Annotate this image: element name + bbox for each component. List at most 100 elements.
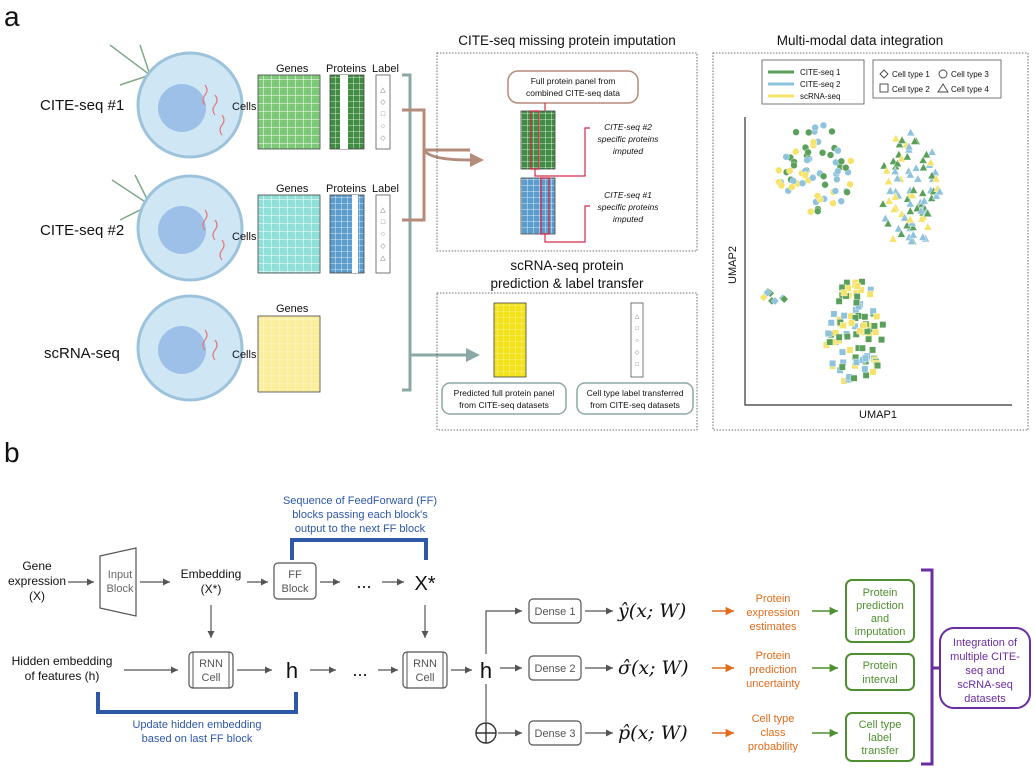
gene-expr-line3: (X) xyxy=(29,589,45,603)
umap-point xyxy=(763,288,772,298)
rnn-cell-1-line1: RNN xyxy=(199,658,223,670)
triangle-icon xyxy=(937,83,949,93)
integration-line2: multiple CITE- xyxy=(950,651,1020,663)
legend-scrna: scRNA-seq xyxy=(800,92,840,101)
svg-text:△: △ xyxy=(380,255,386,262)
integration-line4: scRNA-seq xyxy=(957,679,1013,691)
umap-point xyxy=(893,158,902,167)
umap-point xyxy=(894,224,903,233)
umap-point xyxy=(786,167,794,175)
umap-point xyxy=(873,312,881,320)
umap-point xyxy=(833,175,841,183)
umap-point xyxy=(843,188,851,196)
umap-point xyxy=(881,213,890,222)
full-panel-line2: combined CITE-seq data xyxy=(526,88,620,98)
umap-point xyxy=(908,230,918,239)
umap-point xyxy=(782,153,790,161)
label-cite1: CITE-seq #1 xyxy=(40,97,124,114)
umap-point xyxy=(770,296,780,306)
umap-point xyxy=(839,348,846,356)
integration-bracket xyxy=(921,568,934,766)
umap-point xyxy=(777,181,786,190)
seq-note-line1: Sequence of FeedForward (FF) xyxy=(283,495,437,507)
legend-celltype2: Cell type 2 xyxy=(892,85,930,94)
integration-line3: seq and xyxy=(965,665,1004,677)
xstar-label: X* xyxy=(414,573,435,595)
umap-point xyxy=(890,166,900,175)
umap-point xyxy=(916,206,926,215)
cell-scrna xyxy=(136,294,244,402)
predicted-protein-matrix xyxy=(493,302,527,378)
umap-point xyxy=(918,155,928,164)
umap-point xyxy=(884,196,894,205)
umap-point xyxy=(832,329,840,337)
umap-point xyxy=(827,319,835,327)
umap-point xyxy=(813,192,822,200)
svg-text:◇: ◇ xyxy=(380,99,386,106)
green-2-line1: Protein xyxy=(863,660,898,672)
umap-point xyxy=(912,203,922,212)
predicted-line1: Predicted full protein panel xyxy=(454,388,555,398)
umap-point xyxy=(811,123,819,132)
orange-1-line1: Protein xyxy=(756,593,791,605)
genes-matrix-3 xyxy=(257,315,321,393)
umap-point xyxy=(801,171,809,179)
umap-point xyxy=(879,321,887,329)
cells-label-2: Cells xyxy=(232,231,257,243)
dense-3-label: Dense 3 xyxy=(535,728,576,740)
cell-cite2 xyxy=(111,174,244,282)
umap-point xyxy=(792,128,800,136)
h-label-1: h xyxy=(286,658,298,683)
output-sigmahat: σ̂(x; W) xyxy=(618,657,688,679)
umap-point xyxy=(840,289,848,297)
seq-note-line3: output to the next FF block xyxy=(295,523,426,535)
panel-a-letter: a xyxy=(4,1,20,32)
umap-point xyxy=(788,183,796,191)
legend-cite2: CITE-seq 2 xyxy=(800,80,841,89)
umap-point xyxy=(858,344,866,352)
genes-matrix-1 xyxy=(257,74,321,150)
celltype-legend xyxy=(872,59,1002,99)
umap-point xyxy=(864,327,871,335)
rnn-ellipsis: ... xyxy=(352,660,367,680)
genes-header-2: Genes xyxy=(276,183,309,195)
umap-point xyxy=(843,333,851,340)
umap-point xyxy=(834,146,842,155)
umap-point xyxy=(857,286,865,294)
gene-expr-line1: Gene xyxy=(22,559,52,573)
umap-point xyxy=(789,177,797,185)
umap-point xyxy=(834,167,842,175)
cite1-specific-line1: CITE-seq #1 xyxy=(604,190,652,200)
umap-point xyxy=(860,322,868,329)
legend-celltype1: Cell type 1 xyxy=(892,70,930,79)
integration-box xyxy=(712,52,1029,431)
umap-point xyxy=(923,222,933,231)
output-yhat: ŷ(x; W) xyxy=(617,600,686,622)
umap-point xyxy=(858,278,866,286)
umap-point xyxy=(852,330,860,338)
umap-point xyxy=(819,121,828,129)
missing-protein-gap-2 xyxy=(352,195,358,273)
transferred-line2: from CITE-seq datasets xyxy=(590,400,680,410)
umap-point xyxy=(835,297,843,305)
umap-point xyxy=(846,346,854,354)
ff-block-line1: FF xyxy=(288,569,302,581)
cite2-specific-line1: CITE-seq #2 xyxy=(604,122,652,132)
umap-point xyxy=(888,234,898,243)
umap-point xyxy=(828,127,836,136)
svg-text:□: □ xyxy=(635,326,639,332)
circle-icon xyxy=(938,69,948,79)
umap-point xyxy=(861,313,869,321)
umap-point xyxy=(909,185,918,194)
umap-point xyxy=(853,293,861,300)
umap-point xyxy=(779,294,789,304)
svg-text:△: △ xyxy=(635,314,640,320)
proteins-header-2: Proteins xyxy=(326,183,367,195)
umap-point xyxy=(932,191,941,200)
umap-point xyxy=(804,148,812,156)
umap-point xyxy=(889,204,899,213)
umap-point xyxy=(935,186,945,196)
svg-text:○: ○ xyxy=(635,338,639,344)
umap-point xyxy=(807,208,815,216)
